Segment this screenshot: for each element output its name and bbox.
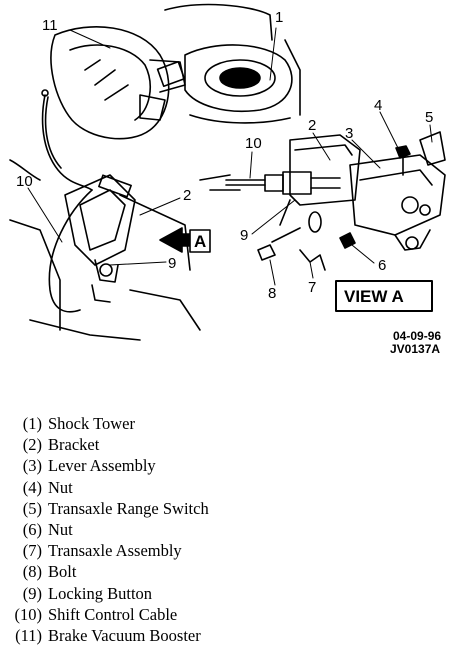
bracket-assembly [64, 174, 136, 303]
view-a-title: VIEW A [344, 287, 404, 306]
legend-label: Bracket [48, 435, 100, 455]
legend-label: Lever Assembly [48, 456, 156, 476]
callout-view-a-10: 10 [245, 135, 262, 152]
callout-1: 1 [275, 9, 283, 26]
legend-label: Locking Button [48, 583, 153, 603]
view-a-marker [159, 227, 211, 253]
legend-item: (6) Nut [4, 519, 464, 540]
legend-item: (8) Bolt [4, 561, 464, 582]
legend-label: Bolt [48, 562, 77, 582]
legend-number: (1) [22, 414, 42, 433]
legend-item: (11) Brake Vacuum Booster [4, 625, 464, 646]
legend-label: Shock Tower [48, 414, 135, 433]
figure-date: 04-09-96 [393, 329, 441, 343]
callout-view-a-9: 9 [240, 227, 248, 244]
callout-11: 11 [42, 17, 58, 34]
callout-view-a-5: 5 [425, 109, 433, 126]
shift-control-cable [41, 89, 93, 313]
legend-item: (3) Lever Assembly [4, 455, 464, 476]
callout-view-a-3: 3 [345, 125, 353, 142]
legend-number: (8) [22, 562, 42, 582]
brake-vacuum-booster [50, 26, 186, 140]
legend-number: (6) [22, 520, 42, 540]
legend-item: (5) Transaxle Range Switch [4, 498, 464, 519]
legend-number: (10) [14, 604, 43, 624]
legend-number: (2) [22, 435, 42, 455]
nut-6 [339, 232, 356, 249]
callout-leaders [27, 27, 433, 286]
view-marker-label: A [194, 232, 206, 251]
callout-9: 9 [168, 255, 176, 272]
legend-item: (4) Nut [4, 477, 464, 498]
legend-label: Nut [48, 477, 73, 497]
nut-4 [395, 145, 411, 176]
legend-number: (4) [22, 477, 42, 497]
parts-legend: (1) Shock Tower (2) Bracket (3) Lever Assem… [4, 413, 464, 646]
callout-view-a-8: 8 [268, 285, 276, 302]
callout-view-a-6: 6 [378, 257, 386, 274]
legend-item: (1) Shock Tower [4, 413, 464, 434]
legend-label: Shift Control Cable [48, 604, 178, 624]
view-a-label-box [335, 280, 433, 312]
figure-id: JV0137A [390, 342, 440, 356]
legend-number: (9) [22, 583, 42, 603]
legend-item: (2) Bracket [4, 434, 464, 455]
legend-item: (9) Locking Button [4, 583, 464, 604]
callout-view-a-7: 7 [308, 279, 316, 296]
callout-10: 10 [16, 173, 33, 190]
legend-number: (7) [22, 541, 42, 561]
view-a-illustration [225, 131, 446, 312]
callout-2: 2 [183, 187, 191, 204]
shock-tower [164, 3, 301, 124]
lever-assembly [349, 154, 446, 251]
callout-view-a-4: 4 [374, 97, 382, 114]
legend-number: (3) [22, 456, 42, 476]
bolt-8 [257, 227, 301, 261]
callout-view-a-2: 2 [308, 117, 316, 134]
legend-label: Transaxle Assembly [48, 541, 182, 561]
legend-label: Nut [48, 520, 73, 540]
legend-item: (7) Transaxle Assembly [4, 540, 464, 561]
legend-label: Brake Vacuum Booster [48, 626, 201, 646]
engine-bay-illustration [9, 3, 301, 341]
legend-label: Transaxle Range Switch [48, 498, 209, 518]
legend-number: (11) [15, 626, 42, 646]
legend-item: (10)Shift Control Cable [4, 604, 464, 625]
legend-number: (5) [22, 498, 42, 518]
